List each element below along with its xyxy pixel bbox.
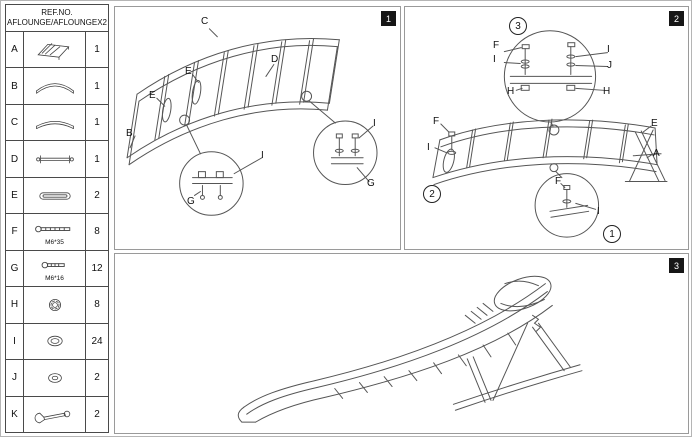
part-qty: 12 bbox=[91, 262, 103, 274]
part-qty: 1 bbox=[94, 44, 100, 56]
leg-assembly-drawing bbox=[432, 30, 668, 238]
parts-row-c: C 1 bbox=[6, 104, 108, 142]
wing-nut-part-icon bbox=[24, 287, 86, 323]
small-washer-part-icon bbox=[24, 360, 86, 396]
part-ref: J bbox=[6, 360, 24, 396]
label-I-washer-2: I bbox=[607, 44, 610, 55]
parts-row-f: F M6*35 8 bbox=[6, 214, 108, 251]
parts-row-e: E 2 bbox=[6, 177, 108, 215]
label-I-washer-3: I bbox=[427, 142, 430, 153]
label-F-bolt: F bbox=[493, 40, 500, 51]
bolt-m6x16-part-icon: M6*16 bbox=[24, 250, 86, 287]
label-C-rail: C bbox=[201, 16, 209, 27]
part-ref: E bbox=[6, 177, 24, 214]
corner-frame-part-icon bbox=[24, 32, 86, 68]
label-G-bolt: G bbox=[187, 196, 195, 207]
part-qty: 1 bbox=[94, 117, 100, 129]
part-ref: B bbox=[6, 68, 24, 104]
part-ref: G bbox=[6, 250, 24, 287]
parts-row-g: G M6*16 12 bbox=[6, 250, 108, 288]
part-qty: 2 bbox=[94, 408, 100, 420]
part-qty: 2 bbox=[94, 190, 100, 202]
parts-table: REF.NO. AFLOUNGE/AFLOUNGEX2 A 1 B 1 C 1 bbox=[5, 4, 109, 433]
curved-slat-part-icon bbox=[24, 68, 86, 104]
part-qty: 8 bbox=[94, 299, 100, 311]
part-ref: K bbox=[6, 396, 24, 432]
part-qty: 1 bbox=[94, 153, 100, 165]
label-D-bar: D bbox=[271, 54, 279, 65]
washer-part-icon bbox=[24, 323, 86, 360]
bolt-size-note: M6*35 bbox=[45, 238, 64, 246]
bolt-size-note: M6*16 bbox=[45, 275, 64, 283]
finished-product-panel: 3 bbox=[114, 253, 689, 434]
step-number-badge: 3 bbox=[669, 258, 684, 273]
ref-no-label: REF.NO. bbox=[41, 8, 73, 17]
parts-row-j: J 2 bbox=[6, 360, 108, 397]
part-ref: C bbox=[6, 104, 24, 141]
sub-step-3-circle: 3 bbox=[509, 17, 527, 35]
parts-row-h: H 8 bbox=[6, 287, 108, 324]
part-ref: I bbox=[6, 323, 24, 360]
label-H-nut: H bbox=[507, 86, 515, 97]
label-G-bolt-2: G bbox=[367, 178, 375, 189]
parts-row-b: B 1 bbox=[6, 68, 108, 105]
label-I-washer: I bbox=[261, 150, 264, 161]
part-qty: 24 bbox=[91, 335, 103, 347]
curved-rail-part-icon bbox=[24, 104, 86, 141]
part-ref: H bbox=[6, 287, 24, 323]
label-J-washer: J bbox=[607, 60, 612, 71]
part-ref: F bbox=[6, 214, 24, 250]
part-ref: A bbox=[6, 32, 24, 68]
finished-lounger-drawing bbox=[237, 275, 583, 423]
part-qty: 2 bbox=[94, 372, 100, 384]
label-H-nut-2: H bbox=[603, 86, 611, 97]
label-F-bolt-3: F bbox=[555, 176, 562, 187]
parts-row-k: K 2 bbox=[6, 396, 108, 432]
parts-row-a: A 1 bbox=[6, 32, 108, 69]
label-B-rail: B bbox=[126, 128, 133, 139]
handle-bar-part-icon bbox=[24, 177, 86, 214]
step-1-panel: 1 C D E E B G I I G bbox=[114, 6, 401, 250]
label-I-washer-4: I bbox=[597, 206, 600, 217]
model-label: AFLOUNGE/AFLOUNGEX2 bbox=[6, 18, 108, 27]
bolt-m6x35-part-icon: M6*35 bbox=[24, 214, 86, 250]
label-I-washer: I bbox=[493, 54, 496, 65]
label-A-leg: A bbox=[653, 148, 660, 159]
step-number-badge: 1 bbox=[381, 11, 396, 26]
part-ref: D bbox=[6, 141, 24, 177]
step-number-badge: 2 bbox=[669, 11, 684, 26]
parts-table-header: REF.NO. AFLOUNGE/AFLOUNGEX2 bbox=[6, 5, 108, 32]
wrench-part-icon bbox=[24, 396, 86, 432]
sub-step-1-circle: 1 bbox=[603, 225, 621, 243]
label-F-bolt-2: F bbox=[433, 116, 440, 127]
parts-row-d: D 1 bbox=[6, 141, 108, 178]
frame-assembly-drawing bbox=[126, 28, 378, 216]
label-E-handle: E bbox=[651, 118, 658, 129]
label-I-washer-2: I bbox=[373, 118, 376, 129]
label-E-handle: E bbox=[185, 66, 192, 77]
part-qty: 8 bbox=[94, 226, 100, 238]
part-qty: 1 bbox=[94, 80, 100, 92]
cross-bar-part-icon bbox=[24, 141, 86, 177]
parts-row-i: I 24 bbox=[6, 323, 108, 361]
label-E-handle-2: E bbox=[149, 90, 156, 101]
step-2-panel: 2 3 2 1 F I I J H H F I E A F I bbox=[404, 6, 689, 250]
sub-step-2-circle: 2 bbox=[423, 185, 441, 203]
